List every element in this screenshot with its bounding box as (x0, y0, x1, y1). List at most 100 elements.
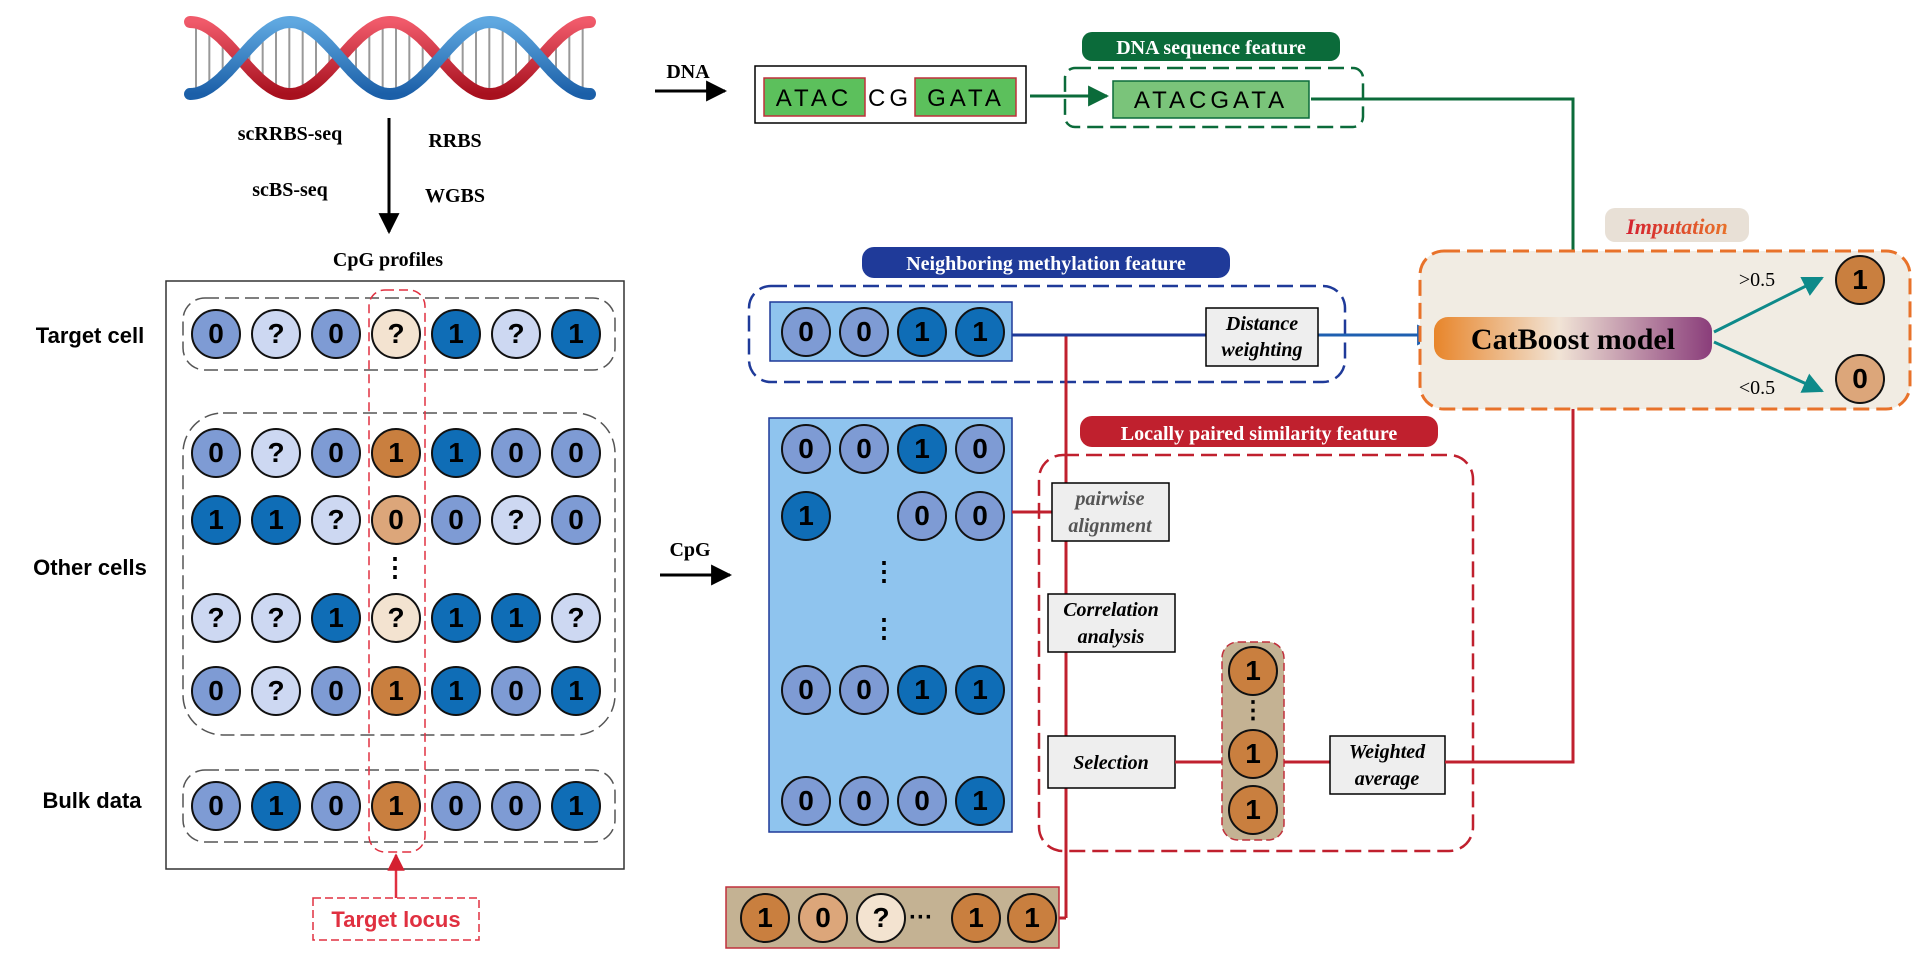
cpg-cell-3-0: 0 (781, 776, 831, 826)
other-cell-0-2-circle (311, 428, 361, 478)
bulk-cell-6-circle (551, 781, 601, 831)
output-high-value: 1 (1852, 264, 1868, 295)
other-cell-0-0-value: 0 (208, 437, 224, 468)
cpg-cell-2-0-circle (781, 665, 831, 715)
cpg-cell-0-0: 0 (781, 424, 831, 474)
cpg-cell-3-3-value: 1 (972, 785, 988, 816)
cpg-cell-3-1: 0 (839, 776, 889, 826)
dna-feature-title: DNA sequence feature (1116, 37, 1306, 59)
bulk-cell-0: 0 (191, 781, 241, 831)
other-cell-0-1: ? (251, 428, 301, 478)
neighbor-cell-3-value: 1 (972, 316, 988, 347)
selected-cell-0-value: 1 (1245, 655, 1261, 686)
target-cell-5-value: ? (507, 318, 524, 349)
target-cell-4-circle (431, 309, 481, 359)
imputation-title-bg (1605, 208, 1749, 242)
target-cell-4: 1 (431, 309, 481, 359)
cpg-cell-0-3-value: 0 (972, 433, 988, 464)
other-cell-3-1-circle (251, 666, 301, 716)
neighbor-cell-0: 0 (781, 307, 831, 357)
other-cell-0-5-circle (491, 428, 541, 478)
target-column-highlight (368, 289, 426, 853)
bulk-cell-6-value: 1 (568, 790, 584, 821)
bottom-cell-2-circle (856, 893, 906, 943)
cpg-cell-3-1-circle (839, 776, 889, 826)
cpg-cell-2-3-value: 1 (972, 674, 988, 705)
joined-sequence-text: ATACGATA (1134, 87, 1288, 114)
bottom-cell-3: 1 (951, 893, 1001, 943)
bottom-row-ellipsis: ··· (909, 904, 933, 931)
cpg-cell-2-1-circle (839, 665, 889, 715)
target-cell-0-value: 0 (208, 318, 224, 349)
joined-sequence-box (1112, 80, 1310, 119)
other-cell-0-2: 0 (311, 428, 361, 478)
bottom-cell-3-circle (951, 893, 1001, 943)
cpg-cell-1-3-circle (955, 491, 1005, 541)
bulk-cell-0-circle (191, 781, 241, 831)
cpg-block-dots-2: ⋮ (871, 613, 897, 643)
cpg-cell-2-3-circle (955, 665, 1005, 715)
other-cell-2-3: ? (371, 593, 421, 643)
other-cell-3-3-circle (371, 666, 421, 716)
bulk-cell-6: 1 (551, 781, 601, 831)
cpg-cell-1-2-circle (897, 491, 947, 541)
output-low-circle (1835, 354, 1885, 404)
cpg-cell-2-1-value: 0 (856, 674, 872, 705)
other-cell-1-2: ? (311, 495, 361, 545)
correlation-line2: analysis (1078, 626, 1145, 648)
method-label-wgbs: WGBS (425, 185, 485, 207)
other-cell-3-6: 1 (551, 666, 601, 716)
output-low: 0 (1835, 354, 1885, 404)
other-cell-0-3: 1 (371, 428, 421, 478)
left-flank-box (763, 77, 866, 117)
output-low-value: 0 (1852, 363, 1868, 394)
other-cell-0-5: 0 (491, 428, 541, 478)
distance-weighting-line2: weighting (1221, 339, 1302, 361)
helix-strand-blue (184, 15, 596, 101)
bulk-cell-2-circle (311, 781, 361, 831)
selected-cell-1: 1 (1228, 729, 1278, 779)
bottom-cell-0: 1 (740, 893, 790, 943)
correlation-line1: Correlation (1063, 599, 1159, 621)
cpg-block-dots-1: ⋮ (871, 556, 897, 586)
row-label-target: Target cell (36, 323, 144, 348)
other-cell-3-5-circle (491, 666, 541, 716)
output-high: 1 (1835, 255, 1885, 305)
correlation-analysis-box (1047, 593, 1176, 653)
other-cell-2-2-circle (311, 593, 361, 643)
cpg-cell-0-3-circle (955, 424, 1005, 474)
bottom-cell-2: ? (856, 893, 906, 943)
neighbor-cell-3: 1 (955, 307, 1005, 357)
cpg-cell-0-2: 1 (897, 424, 947, 474)
other-cell-1-5: ? (491, 495, 541, 545)
selection-label: Selection (1073, 752, 1149, 774)
output-cells: 10 (1835, 255, 1885, 404)
other-cell-3-2-circle (311, 666, 361, 716)
bulk-cell-5-value: 0 (508, 790, 524, 821)
method-label-scbs: scBS-seq (252, 179, 328, 201)
other-cell-0-6-value: 0 (568, 437, 584, 468)
other-cell-1-4-circle (431, 495, 481, 545)
dna-feature-to-model-line (1311, 97, 1584, 323)
other-cell-1-2-circle (311, 495, 361, 545)
neighbor-cell-2-value: 1 (914, 316, 930, 347)
cpg-cell-0-2-value: 1 (914, 433, 930, 464)
other-cell-2-0-value: ? (207, 602, 224, 633)
selected-cells: 111 (1228, 646, 1278, 835)
cpg-cell-0-1-circle (839, 424, 889, 474)
local-feature-frame (1037, 453, 1475, 853)
other-cell-2-3-circle (371, 593, 421, 643)
target-row-frame (182, 297, 616, 371)
bottom-cell-4: 1 (1007, 893, 1057, 943)
bottom-cell-2-value: ? (872, 902, 889, 933)
right-flank-box (914, 77, 1017, 117)
cpg-cell-1-0-value: 1 (798, 500, 814, 531)
row-label-other: Other cells (33, 555, 147, 580)
other-cell-1-3-value: 0 (388, 504, 404, 535)
other-cell-2-4-circle (431, 593, 481, 643)
output-high-circle (1835, 255, 1885, 305)
cpg-cell-3-2-circle (897, 776, 947, 826)
bulk-cell-0-value: 0 (208, 790, 224, 821)
